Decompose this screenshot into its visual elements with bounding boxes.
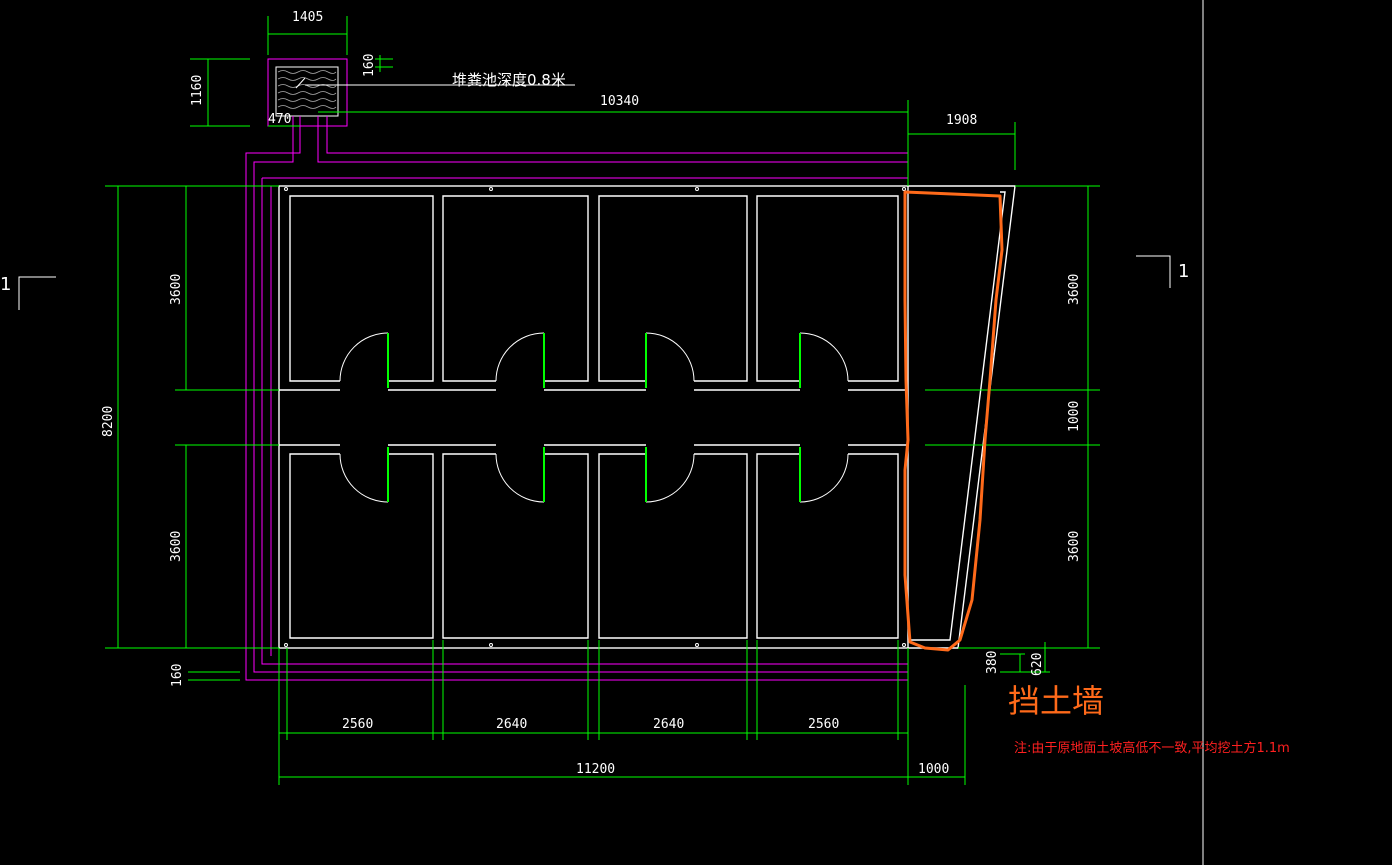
retaining-wall-outline: [903, 190, 1004, 652]
dim-tank-width: 1405: [292, 10, 323, 25]
dim-right-lower: 3600: [1067, 531, 1082, 562]
excavation-note: 注:由于原地面土坡高低不一致,平均挖土方1.1m: [1014, 740, 1290, 756]
dim-bay-1: 2560: [342, 717, 373, 732]
dim-bay-3: 2640: [653, 717, 684, 732]
dim-pipe-offset: 470: [268, 112, 291, 127]
dim-right-small-2: 620: [1030, 653, 1045, 676]
dim-right-small-1: 380: [985, 651, 1000, 674]
doors: [339, 332, 849, 503]
dim-bottom-left: 160: [170, 664, 185, 687]
dim-right-middle: 1000: [1067, 401, 1082, 432]
manure-tank: [267, 58, 575, 127]
dim-overall-top: 10340: [600, 94, 639, 109]
retaining-wall-label: 挡土墙: [1008, 682, 1104, 720]
rooms-top-row: [289, 195, 899, 382]
dim-bay-2: 2640: [496, 717, 527, 732]
dim-tank-wall: 160: [362, 54, 377, 77]
tank-depth-label: 堆粪池深度0.8米: [452, 71, 566, 89]
drain-pipes: [245, 116, 908, 681]
dim-tank-height: 1160: [190, 75, 205, 106]
dim-right-upper: 3600: [1067, 274, 1082, 305]
section-marker-left: 1: [0, 274, 11, 295]
rooms-bottom-row: [289, 453, 899, 639]
dim-bay-4: 2560: [808, 717, 839, 732]
grid-points: [284, 187, 906, 647]
dimension-lines: [105, 16, 1100, 785]
section-markers: [18, 255, 1171, 310]
dim-left-total: 8200: [101, 406, 116, 437]
dim-wall-extension: 1908: [946, 113, 977, 128]
section-marker-right: 1: [1178, 261, 1189, 282]
dim-overall-bottom: 11200: [576, 762, 615, 777]
dim-left-upper: 3600: [169, 274, 184, 305]
dim-left-lower: 3600: [169, 531, 184, 562]
dim-extra-bottom: 1000: [918, 762, 949, 777]
